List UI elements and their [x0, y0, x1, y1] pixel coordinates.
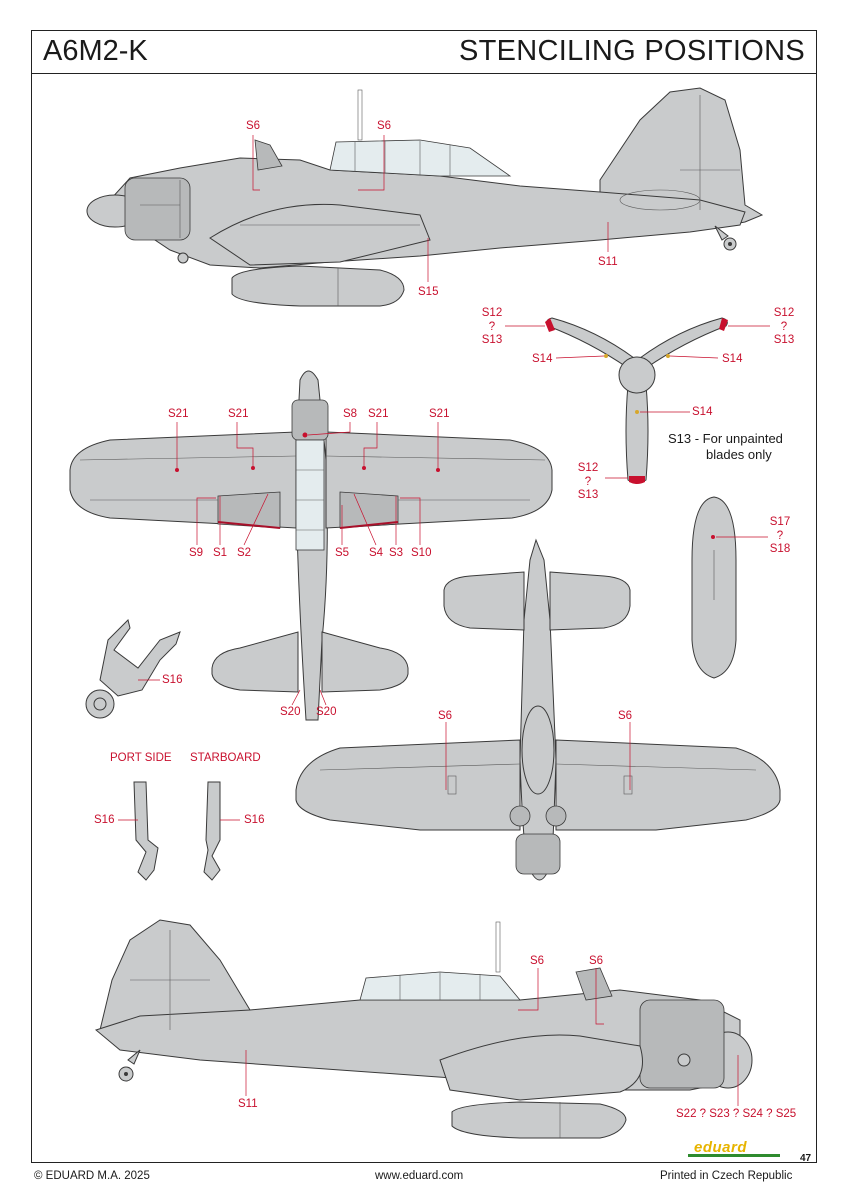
- label-s1: S1: [213, 547, 228, 559]
- label-s9: S9: [189, 547, 204, 559]
- label-s15: S15: [418, 286, 439, 298]
- tailwheel-detail: [85, 619, 181, 719]
- copyright: © EDUARD M.A. 2025: [34, 1170, 150, 1182]
- label-s12-s13-right: S12?S13: [773, 307, 795, 346]
- s13-note: S13 - For unpainted blades only: [668, 431, 783, 462]
- label-s3: S3: [389, 547, 404, 559]
- label-s14: S14: [722, 353, 743, 365]
- label-s14: S14: [692, 406, 713, 418]
- propeller-leaders: [505, 325, 770, 479]
- side-view-top: [86, 87, 764, 307]
- label-s16: S16: [244, 814, 265, 826]
- label-s16: S16: [94, 814, 115, 826]
- label-s21: S21: [368, 408, 389, 420]
- website-link[interactable]: www.eduard.com: [375, 1170, 464, 1182]
- eduard-logo: eduard: [688, 1139, 780, 1157]
- planform-top-leaders: [176, 422, 439, 706]
- gear-legs: [118, 781, 240, 881]
- label-s12-s13-left: S12?S13: [481, 307, 503, 346]
- label-s21: S21: [228, 408, 249, 420]
- label-s6: S6: [530, 955, 545, 967]
- label-s12-s13-bottom: S12?S13: [577, 462, 599, 501]
- label-s10: S10: [411, 547, 432, 559]
- label-s8: S8: [343, 408, 358, 420]
- label-s17-s18: S17?S18: [769, 516, 791, 555]
- port-side-caption: PORT SIDE: [110, 752, 172, 764]
- label-s14: S14: [532, 353, 553, 365]
- label-s4: S4: [369, 547, 384, 559]
- side-top-leaders: [252, 135, 609, 282]
- label-s6: S6: [438, 710, 453, 722]
- label-s20: S20: [316, 706, 337, 718]
- label-s2: S2: [237, 547, 252, 559]
- underside-view: [295, 538, 781, 881]
- drop-tank-view: [691, 496, 768, 679]
- label-s11: S11: [238, 1098, 258, 1110]
- label-s6: S6: [246, 120, 261, 132]
- label-s6: S6: [377, 120, 392, 132]
- page-frame: [31, 30, 817, 1163]
- label-s21: S21: [429, 408, 450, 420]
- page-number: 47: [800, 1153, 812, 1164]
- printed-in: Printed in Czech Republic: [660, 1170, 793, 1182]
- starboard-caption: STARBOARD: [190, 752, 261, 764]
- label-s11: S11: [598, 256, 618, 268]
- page-title: STENCILING POSITIONS: [459, 35, 805, 67]
- label-s5: S5: [335, 547, 350, 559]
- label-s22-s25: S22 ? S23 ? S24 ? S25: [676, 1108, 797, 1120]
- header-bar: A6M2-K STENCILING POSITIONS: [31, 30, 817, 74]
- side-view-bottom: [94, 919, 753, 1139]
- label-s16: S16: [162, 674, 183, 686]
- label-s6: S6: [589, 955, 604, 967]
- side-bottom-leaders: [245, 968, 739, 1106]
- label-s21: S21: [168, 408, 189, 420]
- label-s20: S20: [280, 706, 301, 718]
- propeller-view: [545, 317, 728, 484]
- model-title: A6M2-K: [43, 35, 148, 67]
- label-s6: S6: [618, 710, 633, 722]
